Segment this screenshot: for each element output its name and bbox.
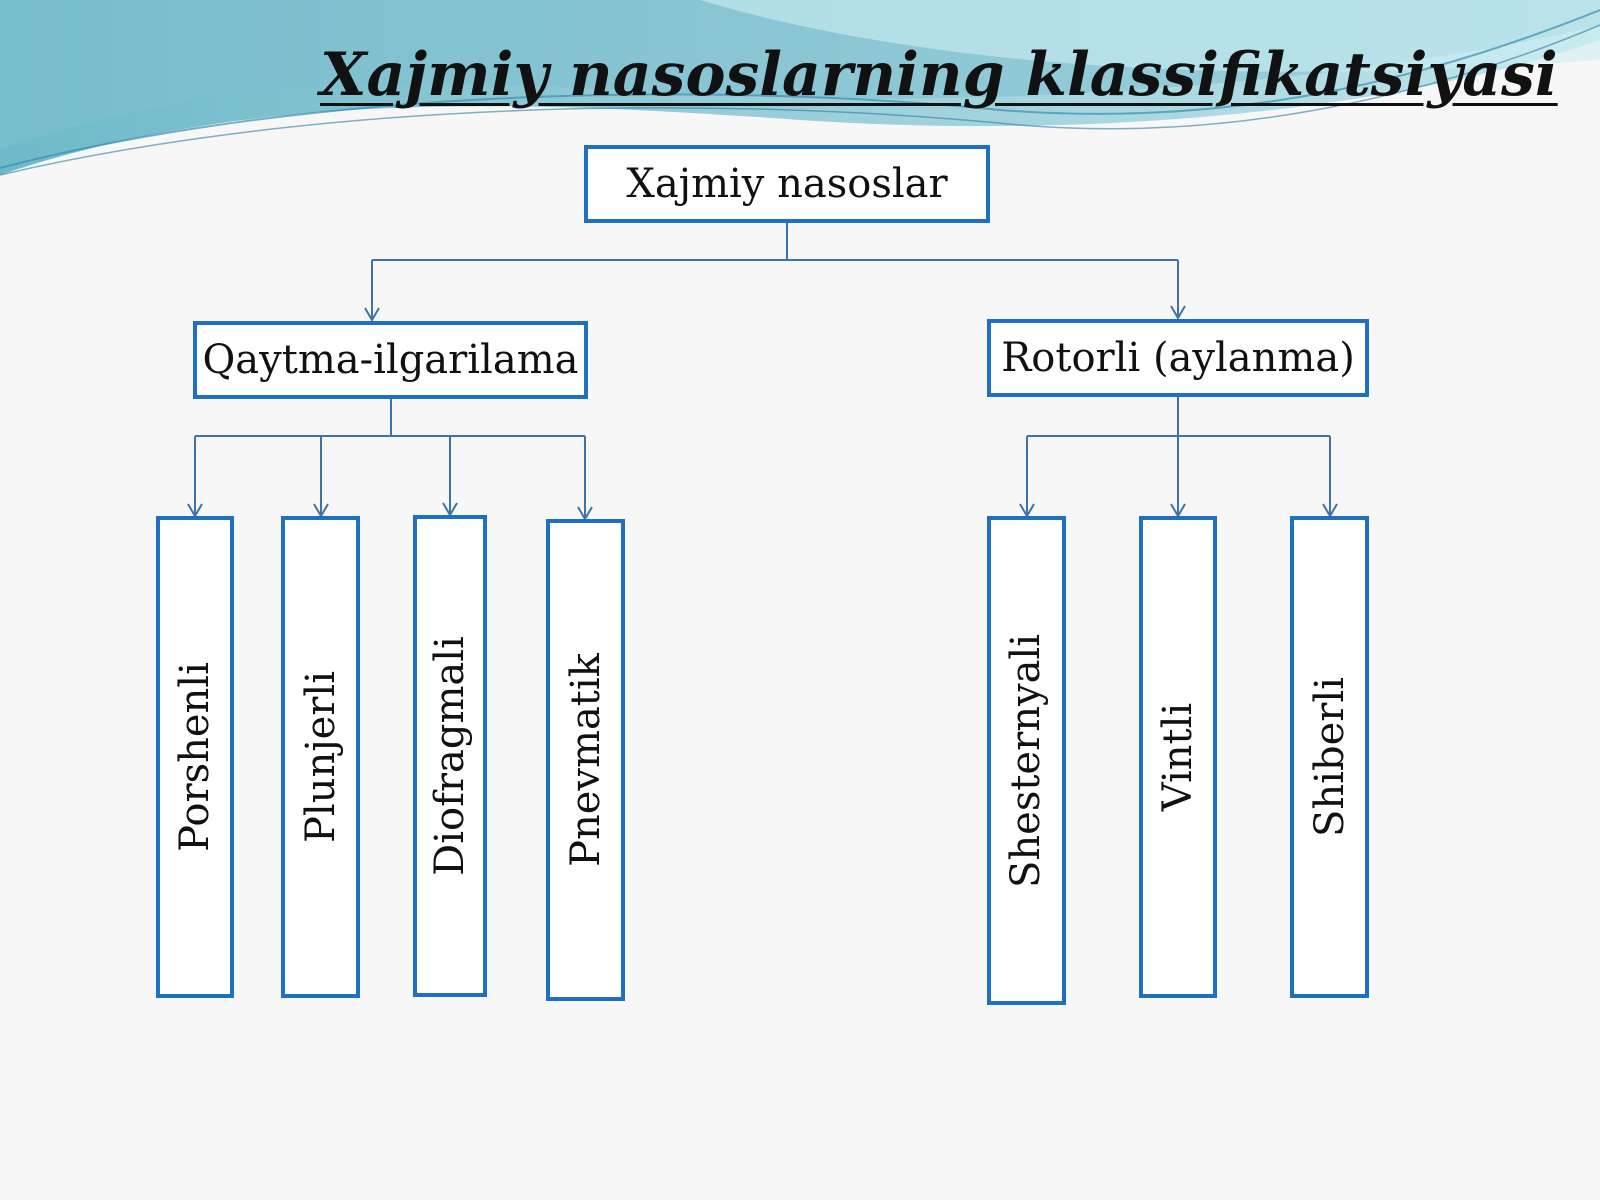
leaf-node-label: Pnevmatik (562, 653, 609, 867)
group-node-rotary: Rotorli (aylanma) (987, 319, 1369, 397)
root-node: Xajmiy nasoslar (584, 145, 990, 223)
leaf-node-pnevmatik: Pnevmatik (546, 519, 625, 1001)
leaf-node-shiberli: Shiberli (1290, 516, 1369, 998)
leaf-node-diofragmali: Diofragmali (413, 515, 487, 997)
leaf-node-vintli: Vintli (1139, 516, 1217, 998)
leaf-node-label: Diofragmali (427, 636, 473, 876)
leaf-node-label: Shiberli (1306, 677, 1353, 837)
group-node-reciprocating: Qaytma-ilgarilama (193, 321, 588, 399)
group-node-label: Qaytma-ilgarilama (202, 337, 579, 383)
leaf-node-shesternyali: Shesternyali (987, 516, 1066, 1005)
leaf-node-porshenli: Porshenli (156, 516, 234, 998)
leaf-node-label: Shesternyali (1003, 633, 1050, 888)
group-node-label: Rotorli (aylanma) (1001, 335, 1355, 381)
leaf-node-label: Plunjerli (297, 670, 344, 844)
root-node-label: Xajmiy nasoslar (626, 161, 948, 207)
page-title: Xajmiy nasoslarning klassifikatsiyasi (320, 40, 1558, 110)
leaf-node-label: Porshenli (172, 662, 218, 852)
leaf-node-plunjerli: Plunjerli (281, 516, 360, 998)
leaf-node-label: Vintli (1155, 702, 1201, 812)
